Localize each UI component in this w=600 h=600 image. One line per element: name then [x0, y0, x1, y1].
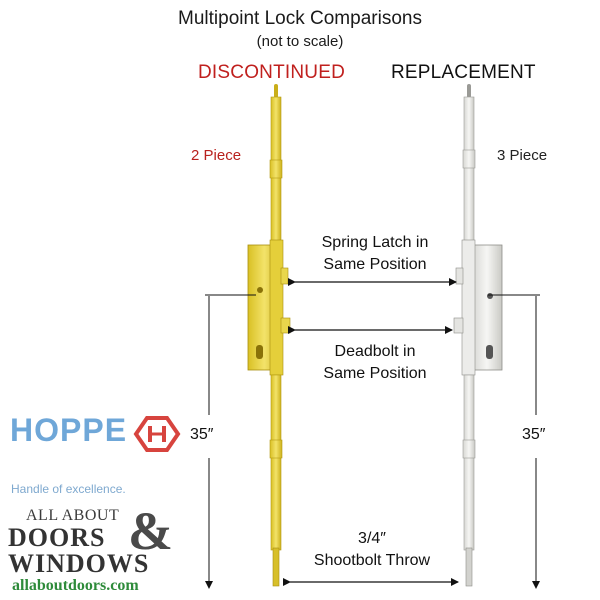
aad-logo-line2: DOORS [8, 523, 106, 552]
right-top-pin [467, 84, 471, 98]
spring-latch-label: Spring Latch in Same Position [300, 232, 450, 276]
right-lower-hook [462, 439, 476, 459]
left-shootbolt [272, 547, 280, 587]
shootbolt-label-line2: Shootbolt Throw [313, 552, 431, 569]
aad-logo-ampersand: & [128, 501, 173, 561]
right-piece-count: 3 Piece [497, 147, 548, 164]
left-lower-hook [269, 439, 283, 459]
right-lower-rod [463, 374, 475, 551]
right-deadbolt [453, 317, 464, 334]
left-piece-count: 2 Piece [191, 147, 242, 164]
right-latch [455, 267, 464, 285]
deadbolt-label-line2: Same Position [323, 365, 427, 382]
deadbolt-label-line1: Deadbolt in [334, 343, 416, 360]
page-title: Multipoint Lock Comparisons [178, 8, 422, 29]
right-upper-rod [463, 96, 475, 246]
right-spindle-hole [487, 293, 493, 299]
hoppe-logo-icon [133, 416, 181, 452]
left-faceplate [269, 239, 284, 376]
left-lower-rod [270, 374, 282, 551]
right-cylinder-hole [486, 345, 493, 359]
left-deadbolt [280, 317, 291, 334]
hoppe-tagline: Handle of excellence. [11, 482, 126, 496]
aad-logo-line3: WINDOWS [8, 549, 150, 578]
right-upper-hook [462, 149, 476, 169]
left-top-pin [274, 84, 278, 98]
discontinued-lock [247, 84, 291, 587]
right-faceplate [461, 239, 476, 376]
right-length-label: 35″ [522, 426, 546, 443]
page-subtitle: (not to scale) [256, 33, 344, 50]
right-shootbolt [465, 547, 473, 587]
replacement-lock [453, 84, 503, 587]
hoppe-brand-name: HOPPE [10, 412, 128, 448]
spring-latch-label-line1: Spring Latch in [321, 234, 429, 251]
left-latch [280, 267, 289, 285]
shootbolt-label: 3/4″ Shootbolt Throw [297, 528, 447, 572]
left-spindle-hole [257, 287, 263, 293]
spring-latch-label-line2: Same Position [323, 256, 427, 273]
replacement-heading: REPLACEMENT [391, 62, 536, 83]
shootbolt-label-line1: 3/4″ [358, 530, 386, 547]
aad-website-link[interactable]: allaboutdoors.com [12, 577, 139, 594]
left-upper-hook [269, 159, 283, 179]
aad-logo-line1: ALL ABOUT [26, 507, 120, 524]
discontinued-heading: DISCONTINUED [198, 62, 346, 83]
deadbolt-label: Deadbolt in Same Position [300, 341, 450, 385]
left-length-label: 35″ [190, 426, 214, 443]
left-cylinder-hole [256, 345, 263, 359]
